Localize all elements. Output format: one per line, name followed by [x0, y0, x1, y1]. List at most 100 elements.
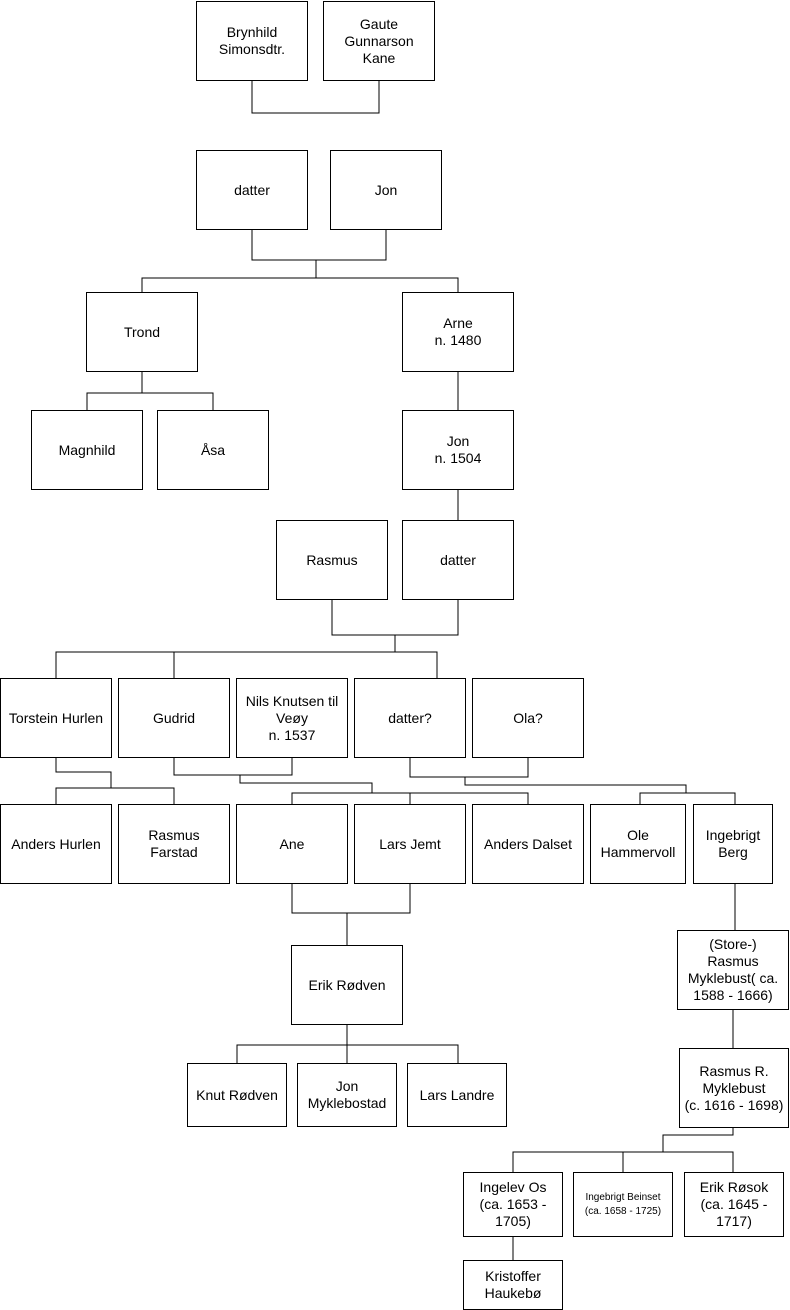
name-line: Ingebrigt	[705, 827, 761, 843]
name-line: Veøy	[276, 709, 308, 726]
person-box-datter-3: datter?	[354, 678, 466, 758]
name-line: (ca. 1653 -	[479, 1196, 547, 1212]
name-line: (ca. 1645 -	[700, 1196, 768, 1212]
couple-connector	[251, 80, 380, 114]
name-line: Rasmus	[707, 953, 759, 969]
name-line: (Store-)	[709, 936, 757, 952]
name-line: Jon	[335, 1078, 359, 1094]
name-line: Brynhild	[226, 24, 278, 40]
person-box-datter: datter	[196, 150, 308, 230]
person-box-erik-rosok: Erik Røsok(ca. 1645 -1717)	[684, 1172, 784, 1237]
person-box-asa: Åsa	[157, 410, 269, 490]
name-line: (ca. 1658 - 1725)	[584, 1205, 662, 1217]
name-line: 1717)	[716, 1213, 752, 1229]
name-line: (c. 1616 - 1698)	[684, 1096, 784, 1113]
person-label: Anders Hurlen	[11, 836, 101, 853]
name-line: n. 1537	[268, 726, 316, 743]
name-line: datter	[440, 551, 476, 568]
name-line: Jon	[446, 433, 470, 449]
name-line: Rasmus	[148, 827, 200, 843]
person-box-magnhild: Magnhild	[31, 410, 143, 490]
name-line: n. 1504	[434, 450, 482, 466]
person-label: Ane	[280, 836, 305, 853]
children-connector	[86, 372, 214, 410]
person-box-lars-landre: Lars Landre	[407, 1063, 507, 1127]
children-connector	[55, 635, 438, 678]
children-connector	[141, 260, 459, 292]
person-label: Lars Jemt	[379, 836, 440, 853]
name-line: Erik Røsok	[699, 1179, 769, 1195]
name-line: Myklebust	[702, 1079, 766, 1096]
name-line: Kane	[362, 49, 396, 66]
person-label: Rasmus R.Myklebust(c. 1616 - 1698)	[685, 1063, 784, 1114]
person-box-ola: Ola?	[472, 678, 584, 758]
name-line: Rasmus	[306, 551, 358, 568]
name-line: Ola?	[513, 709, 543, 726]
person-box-rasmus-r-myklebust: Rasmus R.Myklebust(c. 1616 - 1698)	[679, 1048, 789, 1128]
name-line: Jon	[374, 181, 398, 198]
person-label: Åsa	[201, 442, 225, 459]
name-line: 1705)	[495, 1213, 531, 1229]
person-label: datter?	[388, 710, 432, 727]
children-connector	[409, 758, 736, 804]
name-line: Lars Landre	[419, 1086, 495, 1103]
children-connector	[236, 1025, 459, 1063]
person-box-anders-hurlen: Anders Hurlen	[0, 804, 112, 884]
person-label: Ingebrigt Beinset (ca. 1658 - 1725)	[585, 1191, 661, 1219]
name-line: Ane	[279, 835, 305, 852]
person-label: Jon	[375, 182, 398, 199]
name-line: Nils Knutsen til	[245, 692, 339, 709]
person-box-jon: Jon	[330, 150, 442, 230]
person-label: datter	[440, 552, 476, 569]
person-label: Anders Dalset	[484, 836, 572, 853]
person-box-erik-rodven: Erik Rødven	[291, 945, 403, 1025]
person-label: Gudrid	[153, 710, 195, 727]
person-box-torstein-hurlen: Torstein Hurlen	[0, 678, 112, 758]
name-line: Arne	[443, 315, 473, 331]
name-line: Gunnarson	[344, 32, 414, 49]
couple-connector	[251, 230, 387, 261]
name-line: Farstad	[150, 844, 198, 860]
name-line: 1588 - 1666)	[693, 987, 773, 1003]
name-line: Ole	[627, 827, 649, 843]
name-line: n. 1480	[434, 332, 482, 348]
person-label: datter	[234, 182, 270, 199]
person-box-ingebrigt-beinset: Ingebrigt Beinset (ca. 1658 - 1725)	[573, 1172, 673, 1237]
person-box-trond: Trond	[86, 292, 198, 372]
person-box-knut-rodven: Knut Rødven	[187, 1063, 287, 1127]
person-label: Erik Røsok(ca. 1645 -1717)	[700, 1179, 768, 1230]
person-box-rasmus: Rasmus	[276, 520, 388, 600]
person-box-lars-jemt: Lars Jemt	[354, 804, 466, 884]
name-line: Torstein Hurlen	[8, 709, 104, 726]
person-label: Rasmus	[306, 552, 357, 569]
person-label: Ola?	[513, 710, 543, 727]
name-line: Haukebø	[484, 1285, 542, 1301]
person-label: Ingelev Os(ca. 1653 -1705)	[480, 1179, 547, 1230]
person-box-datter-2: datter	[402, 520, 514, 600]
couple-connector	[331, 600, 459, 636]
person-label: Lars Landre	[420, 1087, 495, 1104]
person-box-anders-dalset: Anders Dalset	[472, 804, 584, 884]
person-label: Erik Rødven	[308, 977, 385, 994]
name-line: Anders Hurlen	[11, 835, 101, 852]
person-box-ane: Ane	[236, 804, 348, 884]
children-connector	[173, 758, 529, 804]
name-line: Gaute	[359, 15, 399, 32]
name-line: Ingebrigt Beinset	[585, 1191, 661, 1203]
